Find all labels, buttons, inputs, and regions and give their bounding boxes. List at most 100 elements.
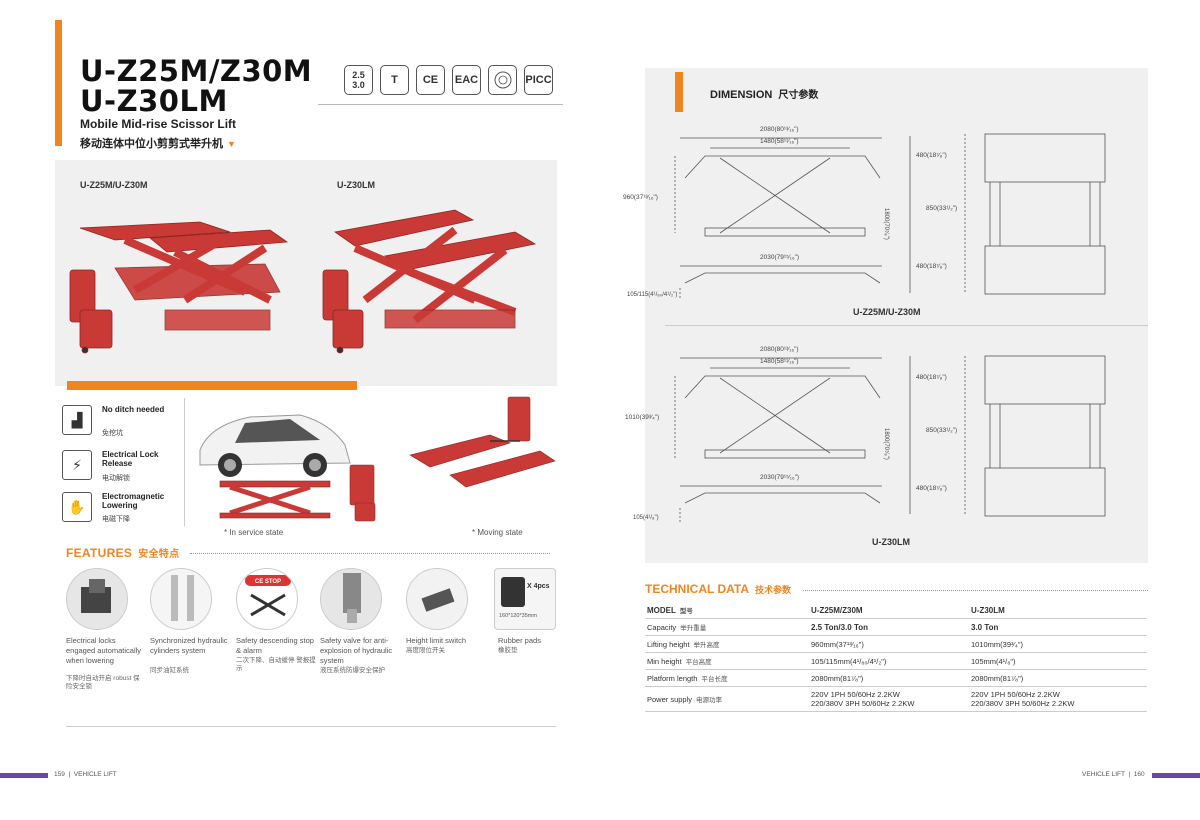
feature-caption-cn-6: 橡胶垫 [498, 647, 518, 654]
title-line-1: U-Z25M/Z30M [80, 54, 313, 88]
feature-caption-safety-valve: Safety valve for anti-explosion of hydra… [320, 636, 393, 665]
electromagnetic-label-cn: 电磁下降 [102, 516, 130, 523]
technical-heading-cn: 技术参数 [755, 585, 792, 595]
panel-label-z25m: U-Z25M/U-Z30M [80, 180, 148, 190]
panel-accent-bar [67, 381, 357, 390]
d1-base: 2030(79¹⁵⁄₁₆") [760, 254, 800, 261]
ce-stop-text: CE STOP [255, 579, 281, 585]
d1-inner-width: 1480(58¹¹⁄₁₆") [760, 138, 799, 145]
features-heading-en: FEATURES [66, 546, 133, 560]
height-limit-feature-icon [406, 568, 468, 630]
d2-min: 105(4¹/₈") [633, 515, 659, 521]
row-label-cn: 举升高度 [693, 642, 720, 649]
features-dotted-rule [190, 553, 550, 554]
title-line-2: U-Z30LM [80, 84, 228, 118]
features-heading: FEATURES 安全特点 [66, 545, 179, 560]
row-label-text: Min height [647, 657, 682, 666]
electrical-lock-feature-icon [66, 568, 128, 630]
d2-pad-1: 480(18⁷⁄₈") [916, 374, 947, 381]
eac-label: EAC [454, 74, 479, 86]
d2-inner-width: 1480(58¹¹⁄₁₆") [760, 358, 799, 365]
power-value-1a: 220V 1PH 50/60Hz 2.2KW [811, 690, 900, 699]
scissor-lift-illustration [69, 209, 537, 354]
electrical-lock-icon: ⚡ [62, 450, 92, 480]
power-value-1b: 220/380V 3PH 50/60Hz 2.2KW [811, 699, 915, 708]
footer-bar-right [1152, 773, 1200, 778]
subtitle-cn: 移动连体中位小剪剪式举升机▼ [80, 135, 236, 151]
d2-model-caption: U-Z30LM [872, 537, 910, 547]
feature-caption-electrical-locks: Electrical locks engaged automatically w… [66, 636, 142, 665]
footer-section: VEHICLE LIFT [73, 771, 117, 778]
right-page: 2080(80¹³⁄₁₆") 1480(58¹¹⁄₁₆") 960(37¹³⁄₁… [600, 0, 1200, 820]
platform-length-value-2: 2080mm(81⁷⁄₈") [969, 669, 1147, 687]
electrical-lock-label: Electrical Lock Release [102, 450, 159, 468]
header-model-cn: 型号 [679, 608, 693, 615]
feature-caption-cn-5: 高度限位开关 [406, 647, 445, 654]
seal-icon [488, 65, 517, 95]
capacity-value-2: 3.0 Ton [969, 618, 1147, 636]
footer-right: VEHICLE LIFT | 160 [1082, 771, 1145, 778]
caption-service-state: * In service state [224, 528, 284, 537]
header-col-2: U-Z30LM [969, 602, 1147, 619]
eac-mark-icon: EAC [452, 65, 481, 95]
picc-mark-icon: PICC [524, 65, 553, 95]
feature-caption-rubber-pads: Rubber pads [498, 636, 541, 645]
header-col-1: U-Z25M/Z30M [809, 602, 969, 619]
d2-overall: 1800(70⁷⁄₈") [883, 428, 889, 460]
footer-page-number-right: 160 [1133, 771, 1145, 778]
no-ditch-label: No ditch needed [102, 405, 165, 414]
row-label-text: Lifting height [647, 640, 690, 649]
d1-min: 105/115(4¹/₈₀/4¹/₂") [627, 292, 678, 298]
feature-caption-cn-1: 下降时自动开启 robust 保险安全锁 [66, 675, 140, 690]
no-ditch-icon: ▟ [62, 405, 92, 435]
product-image-panel: U-Z25M/U-Z30M U-Z30LM [55, 160, 557, 386]
ton-icon: T [380, 65, 409, 95]
sync-cylinders-feature-icon [150, 568, 212, 630]
d2-base: 2030(79¹⁵⁄₁₆") [760, 474, 800, 481]
left-page: U-Z25M/Z30M U-Z30LM Mobile Mid-rise Scis… [0, 20, 563, 778]
lifting-height-value-2: 1010mm(39³⁄₄") [969, 635, 1147, 653]
electrical-lock-label-cn: 电动解锁 [102, 475, 130, 482]
row-label-cn: 平台长度 [701, 676, 728, 683]
service-state-illustration [199, 396, 556, 522]
d1-pad-1: 480(18⁷⁄₈") [916, 152, 947, 159]
ton-label: T [391, 74, 398, 86]
panel-label-z30lm: U-Z30LM [337, 180, 375, 190]
power-value-2b: 220/380V 3PH 50/60Hz 2.2KW [971, 699, 1075, 708]
feature-caption-cn-2: 同步油缸系统 [150, 667, 189, 674]
feature-caption-cn-4: 液压系统防爆安全保护 [320, 667, 385, 674]
min-height-value-2: 105mm(4¹/₈") [969, 652, 1147, 670]
bottom-rule [66, 726, 556, 727]
features-heading-cn: 安全特点 [138, 549, 180, 560]
technical-heading-en: TECHNICAL DATA [645, 582, 749, 596]
picc-label: PICC [525, 74, 552, 86]
footer-page-number: 159 [54, 771, 65, 778]
feature-caption-sync-cylinders: Synchronized hydraulic cylinders system [150, 636, 228, 655]
feature-caption-height-limit: Height limit switch [406, 636, 467, 645]
d1-height: 960(37¹³⁄₁₆") [623, 194, 658, 201]
technical-dotted-rule [803, 590, 1148, 591]
footer-bar-left [0, 773, 48, 778]
row-label-cn: 电源功率 [696, 697, 723, 704]
capacity-value-1: 2.5 Ton/3.0 Ton [809, 618, 969, 636]
row-label-cn: 平台高度 [685, 659, 712, 666]
electromagnetic-label: Electromagnetic Lowering [102, 492, 165, 510]
feature-caption-safety-descending: Safety descending stop & alarm [236, 636, 314, 655]
product-title: U-Z25M/Z30M U-Z30LM [80, 56, 312, 116]
row-label-text: Power supply [647, 695, 693, 704]
title-accent-bar [55, 20, 62, 146]
